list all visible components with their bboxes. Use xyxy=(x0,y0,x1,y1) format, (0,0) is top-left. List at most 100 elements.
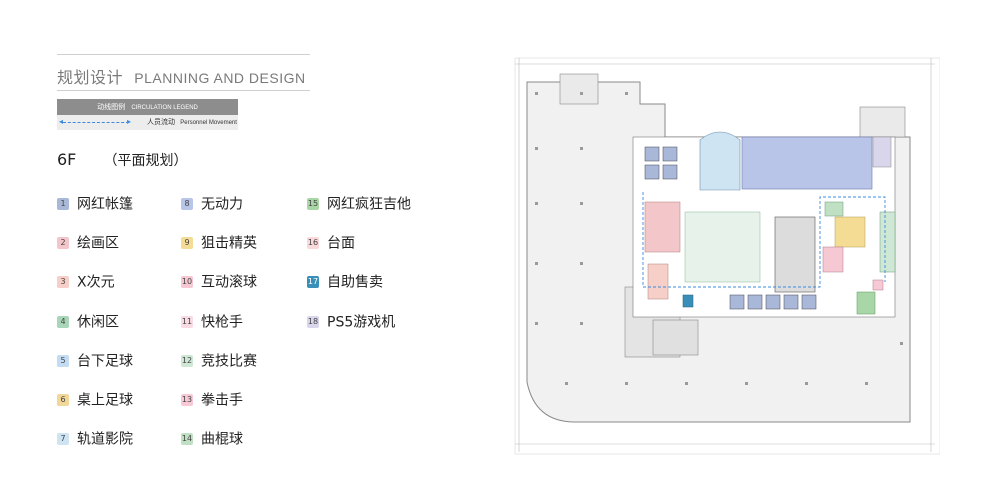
area-item-3: 3 X次元 xyxy=(57,271,115,291)
tent-1 xyxy=(644,146,660,162)
column xyxy=(580,147,583,150)
area-label: 无动力 xyxy=(201,196,243,213)
area-number-badge: 10 xyxy=(181,275,193,288)
area-item-10: 10 互动滚球 xyxy=(181,271,257,291)
zone-crazy-guitar xyxy=(856,291,876,315)
column xyxy=(625,92,628,95)
area-item-17: 17 自助售卖 xyxy=(307,271,383,291)
zone-no-power xyxy=(741,136,873,190)
floor-subtitle: （平面规划） xyxy=(103,153,188,169)
legend-item-en: Personnel Movement xyxy=(180,120,237,126)
area-label: 台下足球 xyxy=(77,353,133,370)
area-label: 网红疯狂吉他 xyxy=(327,196,411,213)
zone-rolling-ball xyxy=(822,246,844,273)
tent-6 xyxy=(747,294,763,310)
column xyxy=(535,202,538,205)
legend-item-cn: 人员流动 xyxy=(147,118,175,126)
tent-5 xyxy=(729,294,745,310)
page-title: 规划设计 PLANNING AND DESIGN xyxy=(57,55,310,87)
column xyxy=(580,322,583,325)
tent-2 xyxy=(662,146,678,162)
area-number-badge: 14 xyxy=(181,432,193,445)
area-number-badge: 9 xyxy=(181,236,193,249)
zone-vending xyxy=(682,294,694,308)
area-number-badge: 13 xyxy=(181,393,193,406)
legend-row-movement: ◂ ▸ 人员流动 Personnel Movement xyxy=(57,115,238,130)
page-title-en: PLANNING AND DESIGN xyxy=(134,70,306,86)
section-header: 规划设计 PLANNING AND DESIGN xyxy=(57,54,310,91)
tent-4 xyxy=(662,164,678,180)
page-title-cn: 规划设计 xyxy=(57,68,124,87)
zone-ps5 xyxy=(872,136,892,168)
area-item-15: 15 网红疯狂吉他 xyxy=(307,193,411,213)
zone-x-dimension xyxy=(647,263,669,300)
column xyxy=(580,202,583,205)
area-number-badge: 8 xyxy=(181,197,193,210)
zone-boxer xyxy=(872,279,884,291)
area-label: 休闲区 xyxy=(77,314,119,331)
area-item-18: 18 PS5游戏机 xyxy=(307,311,395,331)
column xyxy=(580,262,583,265)
area-item-5: 5 台下足球 xyxy=(57,350,133,370)
zone-hockey xyxy=(824,201,844,217)
area-label: 互动滚球 xyxy=(201,274,257,291)
column xyxy=(745,382,748,385)
circulation-path xyxy=(642,192,886,288)
floor-plan xyxy=(514,57,940,455)
stair-core-top xyxy=(559,73,599,105)
column xyxy=(535,92,538,95)
area-item-13: 13 拳击手 xyxy=(181,389,243,409)
header-top-rule xyxy=(57,54,310,55)
column xyxy=(580,92,583,95)
tent-8 xyxy=(783,294,799,310)
area-label: 竞技比赛 xyxy=(201,353,257,370)
area-number-badge: 3 xyxy=(57,275,69,288)
tent-9 xyxy=(801,294,817,310)
area-number-badge: 7 xyxy=(57,432,69,445)
area-label: 桌上足球 xyxy=(77,392,133,409)
column xyxy=(625,382,628,385)
area-label: 自助售卖 xyxy=(327,274,383,291)
zone-lounge xyxy=(684,211,761,283)
area-label: 曲棍球 xyxy=(201,431,243,448)
area-label: 拳击手 xyxy=(201,392,243,409)
legend-header: 动线图例 CIRCULATION LEGEND xyxy=(57,99,238,115)
area-number-badge: 18 xyxy=(307,315,319,328)
zone-painting xyxy=(644,201,681,253)
dashed-line-icon xyxy=(63,122,129,123)
column xyxy=(865,382,868,385)
area-number-badge: 6 xyxy=(57,393,69,406)
column-grid xyxy=(535,92,903,385)
tent-7 xyxy=(765,294,781,310)
area-number-badge: 15 xyxy=(307,197,319,210)
legend-item-label: 人员流动 Personnel Movement xyxy=(147,115,237,131)
zone-orbit-cinema xyxy=(699,131,741,191)
area-item-9: 9 狙击精英 xyxy=(181,232,257,252)
area-label: 快枪手 xyxy=(201,314,243,331)
area-number-badge: 5 xyxy=(57,354,69,367)
area-label: PS5游戏机 xyxy=(327,314,396,331)
stair-core-right xyxy=(859,106,906,138)
zone-competition xyxy=(879,211,896,273)
area-number-badge: 16 xyxy=(307,236,319,249)
plan-dim-frame xyxy=(514,57,940,455)
area-number-badge: 17 xyxy=(307,275,319,288)
area-item-6: 6 桌上足球 xyxy=(57,389,133,409)
arrow-right-icon: ▸ xyxy=(127,117,132,126)
area-number-badge: 1 xyxy=(57,197,69,210)
floor-name: 6F xyxy=(57,150,77,169)
legend-title-cn: 动线图例 xyxy=(97,103,126,111)
column xyxy=(535,262,538,265)
column xyxy=(805,382,808,385)
area-label: 绘画区 xyxy=(77,235,119,252)
area-label: 狙击精英 xyxy=(201,235,257,252)
area-label: X次元 xyxy=(77,274,115,291)
floor-title: 6F （平面规划） xyxy=(57,150,187,170)
zone-sniper xyxy=(834,216,866,248)
lift-core-bottom xyxy=(652,319,699,356)
